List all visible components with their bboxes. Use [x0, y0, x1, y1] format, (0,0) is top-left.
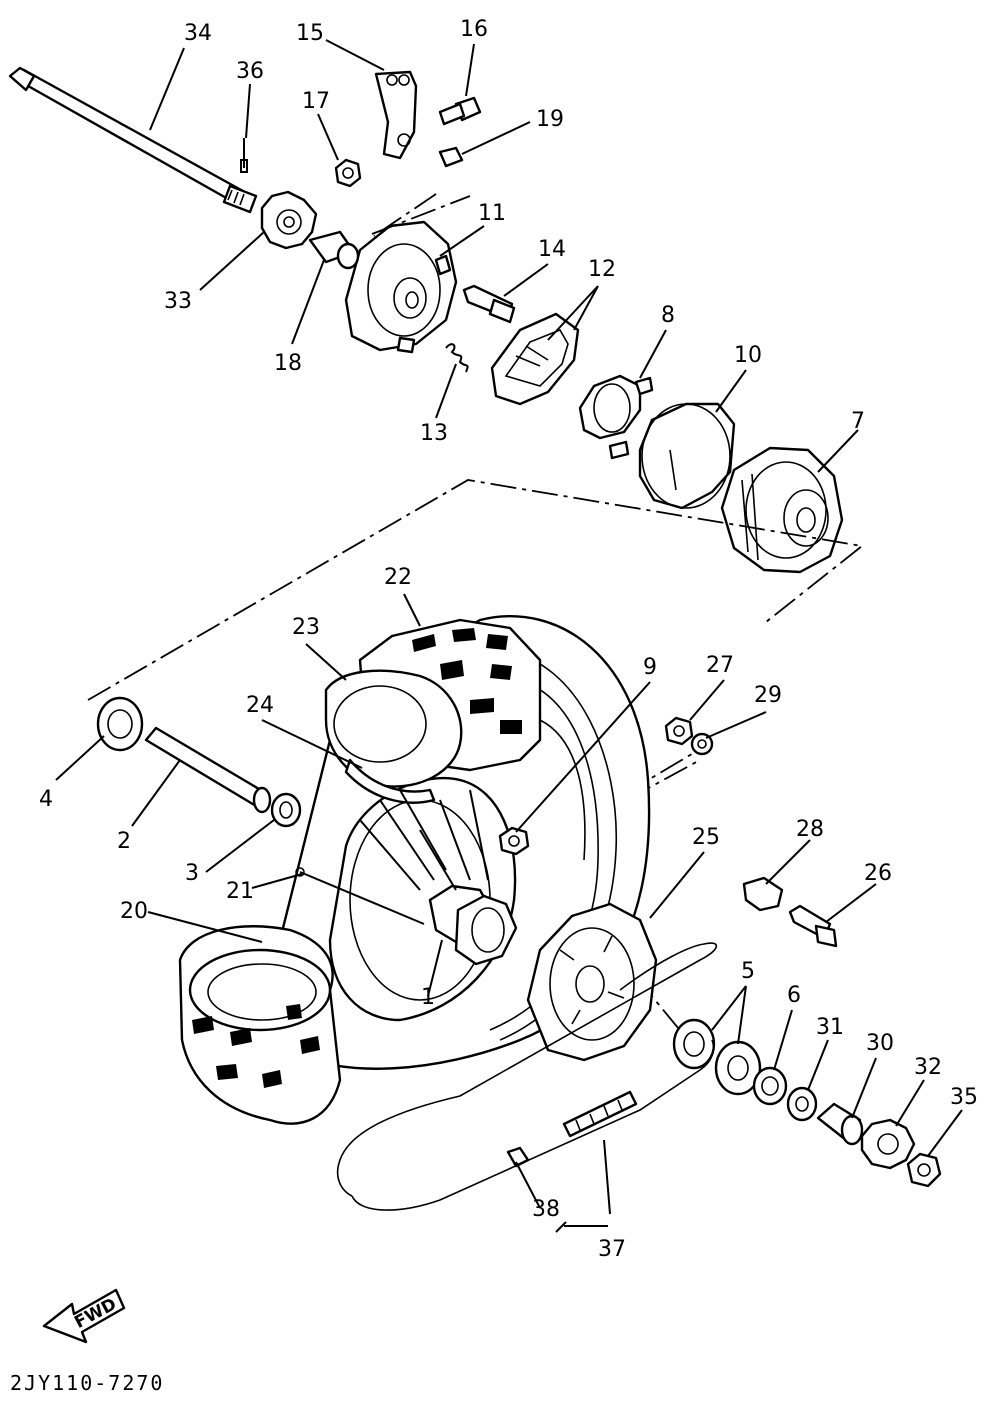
callout-15: 15: [296, 21, 324, 46]
sprocket-32: [860, 1118, 916, 1170]
callout-20: 20: [120, 899, 148, 924]
callout-21: 21: [226, 879, 254, 904]
nut-35: [906, 1152, 942, 1188]
hub-assembly-1: [359, 789, 518, 966]
callout-12: 12: [588, 257, 616, 282]
callout-30: 30: [866, 1031, 894, 1056]
callout-17: 17: [302, 89, 330, 114]
callout-11: 11: [478, 201, 506, 226]
callout-36: 36: [236, 59, 264, 84]
clip-19: [438, 146, 464, 168]
group-line-mid: [87, 479, 865, 701]
bolt-16: [438, 96, 482, 126]
rear-axle: [8, 66, 258, 214]
callout-14: 14: [538, 237, 566, 262]
spoke-21: [295, 867, 425, 925]
callout-25: 25: [692, 825, 720, 850]
callout-10: 10: [734, 343, 762, 368]
callout-7: 7: [851, 409, 865, 434]
ring-plate-8: [578, 374, 654, 460]
leader-lines: [55, 39, 963, 1233]
spacer-tube-2: [144, 726, 272, 814]
nut-9: [498, 826, 530, 856]
cotter-pin: [240, 138, 248, 173]
callout-24: 24: [246, 693, 274, 718]
callout-16: 16: [460, 17, 488, 42]
diagram-code: 2JY110-7270: [10, 1371, 164, 1395]
callout-22: 22: [384, 565, 412, 590]
callout-1: 1: [421, 985, 435, 1010]
seal-3: [270, 792, 302, 828]
fwd-label: FWD: [71, 1294, 120, 1333]
callout-2: 2: [117, 829, 131, 854]
chain-segment: [562, 1090, 638, 1138]
callout-32: 32: [914, 1055, 942, 1080]
callout-33: 33: [164, 289, 192, 314]
brake-drum-10: [638, 402, 736, 510]
rim-band-24: [344, 758, 436, 804]
callout-5: 5: [741, 959, 755, 984]
brake-shoe-plate: [344, 220, 458, 354]
brake-cam-lever: [374, 70, 418, 160]
callout-28: 28: [796, 817, 824, 842]
rear-sprocket-25: [526, 902, 658, 1062]
return-spring-13: [445, 343, 469, 373]
callout-34: 34: [184, 21, 212, 46]
callout-3: 3: [185, 861, 199, 886]
callout-8: 8: [661, 303, 675, 328]
bearing-5a: [672, 1018, 716, 1070]
collar-18: [308, 230, 360, 270]
oil-seal-6: [752, 1066, 788, 1106]
callout-9: 9: [643, 655, 657, 680]
drive-chain-37: [336, 942, 718, 1211]
callout-13: 13: [420, 421, 448, 446]
callout-29: 29: [754, 683, 782, 708]
washer-31: [786, 1086, 818, 1122]
callout-35: 35: [950, 1085, 978, 1110]
callout-18: 18: [274, 351, 302, 376]
brake-shoes: [490, 312, 580, 406]
callout-38: 38: [532, 1197, 560, 1222]
brake-cam-bolt-14: [462, 284, 516, 324]
callout-31: 31: [816, 1015, 844, 1040]
washer-29: [690, 732, 714, 756]
callout-labels: 34 36 15 16 17 19 11 33 18 14 12 8 10 7 …: [39, 17, 978, 1262]
small-sprocket-33: [260, 190, 318, 250]
nut-27: [664, 716, 694, 746]
bolt-26: [788, 904, 838, 948]
callout-6: 6: [787, 983, 801, 1008]
master-link-38: [506, 1146, 530, 1168]
collar-30: [816, 1102, 864, 1146]
clip-28: [742, 876, 784, 912]
callout-26: 26: [864, 861, 892, 886]
forward-direction-arrow: FWD: [42, 1288, 126, 1344]
callout-23: 23: [292, 615, 320, 640]
callout-19: 19: [536, 107, 564, 132]
hub-7: [720, 446, 844, 574]
bearing-4: [96, 696, 144, 752]
callout-27: 27: [706, 653, 734, 678]
callout-4: 4: [39, 787, 53, 812]
nut-17: [334, 158, 362, 188]
group-line-upper: [371, 193, 471, 237]
callout-37: 37: [598, 1237, 626, 1262]
